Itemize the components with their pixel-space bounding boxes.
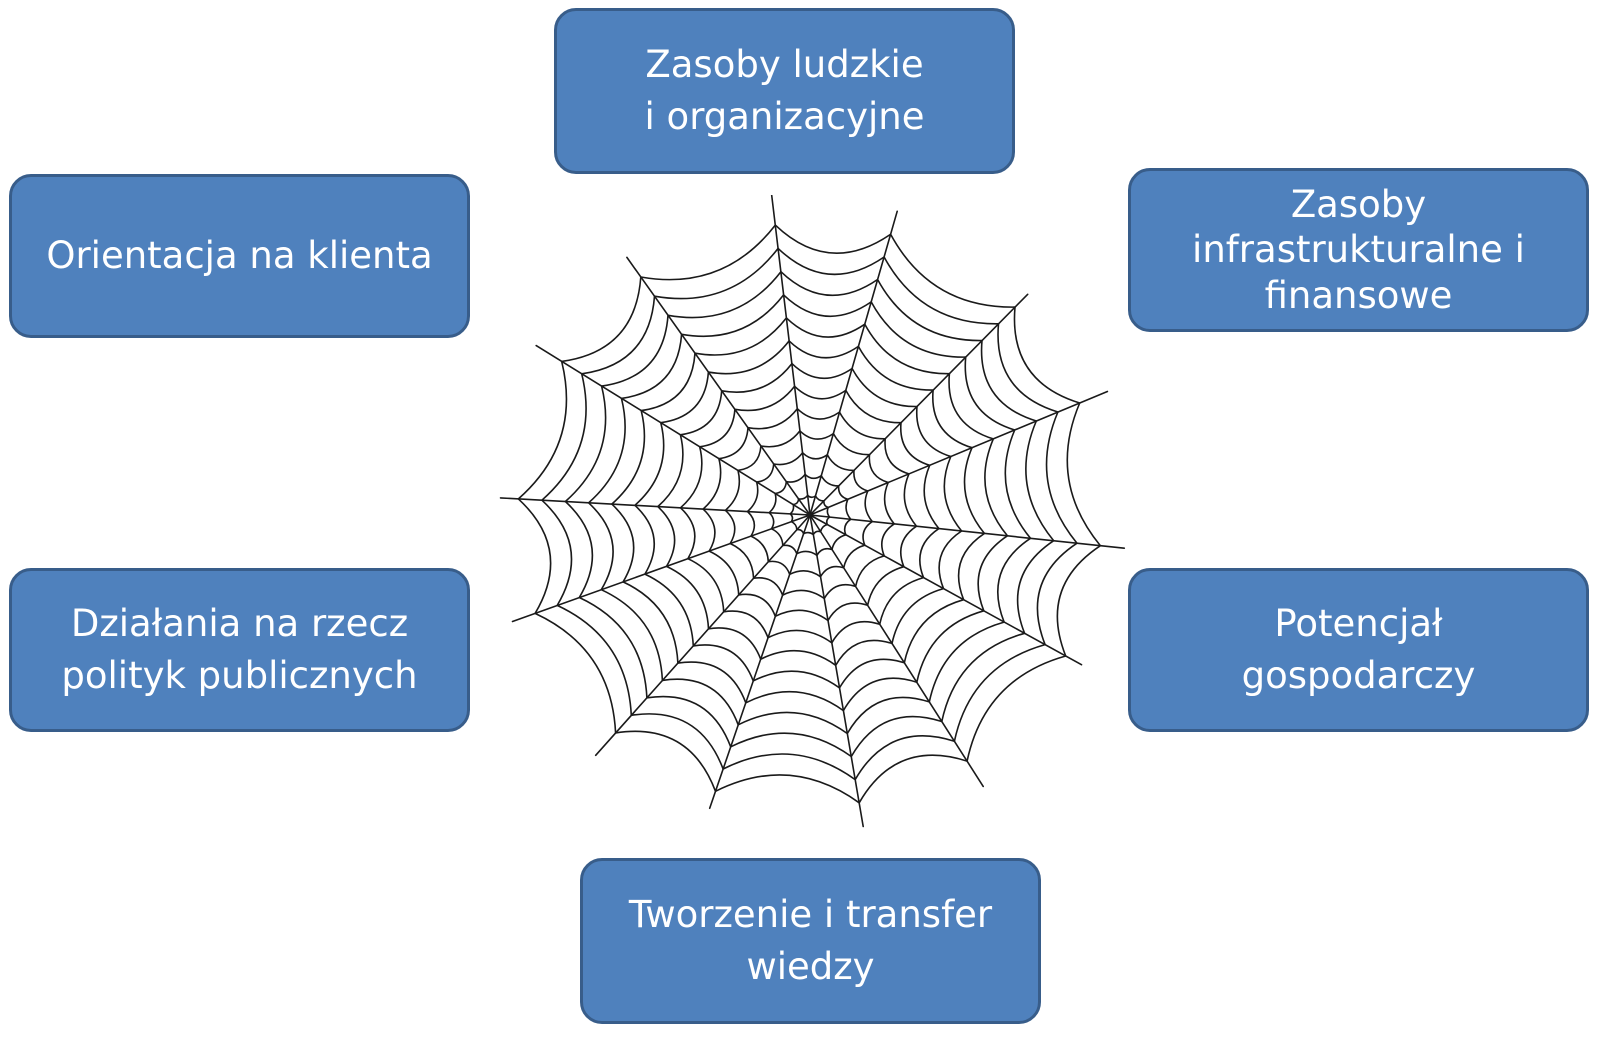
web-center: [807, 512, 813, 518]
node-public-policy-activities: Działania na rzecz polityk publicznych: [9, 568, 470, 732]
web-ring: [724, 430, 896, 600]
node-label-line: Potencjał: [1274, 602, 1443, 646]
web-spoke: [809, 514, 1083, 666]
web-ring: [610, 317, 1009, 712]
node-label-line: Działania na rzecz: [70, 602, 409, 646]
web-ring: [564, 270, 1055, 758]
node-label-line: Zasoby ludzkie: [645, 43, 924, 87]
web-spoke: [626, 256, 811, 516]
node-label-line: Orientacja na klienta: [46, 234, 433, 278]
web-spoke: [770, 195, 811, 516]
node-label-line: finansowe: [1264, 273, 1453, 317]
node-label-line: i organizacyjne: [644, 95, 925, 138]
node-economic-potential: Potencjał gospodarczy: [1128, 568, 1589, 732]
node-human-organizational-resources: Zasoby ludzkie i organizacyjne: [554, 8, 1015, 174]
web-spoke: [809, 210, 899, 516]
web-ring: [701, 407, 918, 622]
web-ring: [789, 494, 831, 536]
node-infrastructure-financial-resources: Zasoby infrastrukturalne i finansowe: [1128, 168, 1589, 332]
web-spoke: [809, 514, 1126, 550]
web-spoke: [708, 514, 811, 810]
web-spoke: [809, 293, 1029, 516]
web-spoke: [499, 497, 811, 516]
web-ring: [517, 224, 1102, 804]
node-knowledge-creation-transfer: Tworzenie i transfer wiedzy: [580, 858, 1041, 1024]
web-spoke: [809, 514, 865, 828]
node-customer-orientation: Orientacja na klienta: [9, 174, 470, 338]
web-ring: [587, 294, 1032, 735]
node-label-line: wiedzy: [746, 945, 875, 988]
node-label-line: polityk publicznych: [61, 654, 418, 697]
web-ring: [679, 385, 941, 644]
web-ring: [768, 473, 852, 557]
web-spoke: [594, 514, 811, 757]
web-ring: [656, 362, 963, 667]
spider-web-icon: [499, 195, 1126, 828]
web-spoke: [511, 514, 811, 623]
web-spoke: [809, 514, 985, 788]
node-label-line: infrastrukturalne i: [1192, 228, 1525, 272]
node-label-line: Zasoby: [1290, 183, 1427, 227]
node-label-line: gospodarczy: [1241, 654, 1476, 697]
web-ring: [540, 247, 1079, 781]
web-ring: [633, 340, 986, 690]
node-label-line: Tworzenie i transfer: [628, 893, 993, 937]
web-ring: [746, 452, 874, 578]
